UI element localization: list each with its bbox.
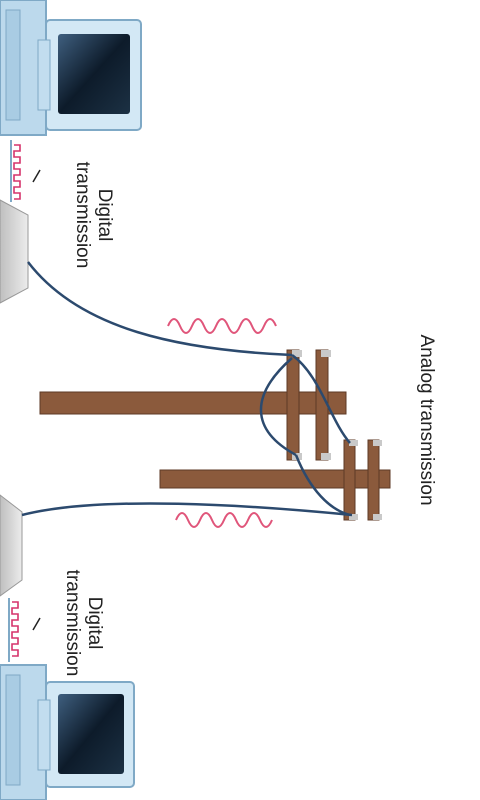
pointer-line-top [32,169,41,183]
digital-signal-top [10,140,21,202]
digital-label-top-line2: transmission [72,161,93,269]
computer-bottom-icon [0,664,135,800]
analog-wave-top [167,318,277,334]
digital-label-bottom: Digital transmission [55,553,105,693]
modem-bottom-icon [0,494,23,597]
digital-label-top: Digital transmission [65,145,115,285]
digital-label-bottom-line1: Digital [84,596,105,650]
digital-label-top-line1: Digital [94,188,115,242]
utility-pole-2-icon [159,439,391,521]
utility-pole-1-icon [39,349,347,461]
digital-label-bottom-line2: transmission [62,569,83,677]
modem-top-icon [0,199,29,304]
telephone-cables [21,261,353,517]
computer-top-icon [0,0,142,136]
analog-label: Analog transmission [416,334,437,506]
digital-signal-bottom [8,598,19,662]
pointer-line-bottom [32,617,41,631]
analog-wave-bottom [175,512,273,528]
